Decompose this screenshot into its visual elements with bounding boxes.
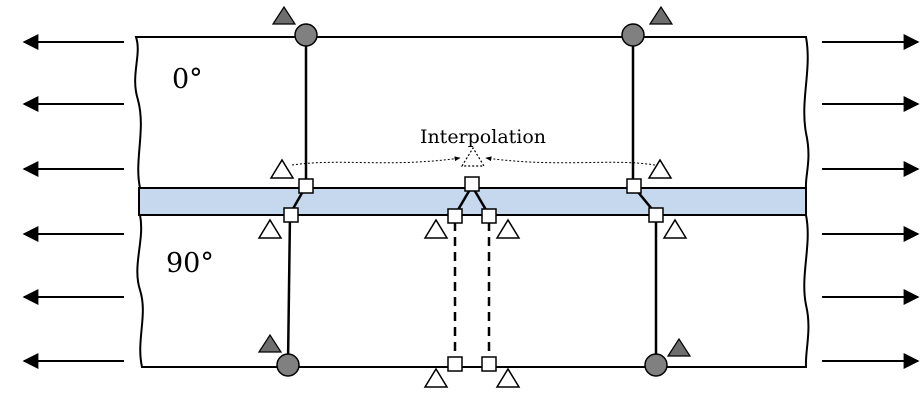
interpolation-arrows [291, 156, 656, 166]
interpolated-marker-triangle [460, 146, 486, 167]
interpolation-label: Interpolation [420, 126, 546, 148]
bottom-ply-label: 90° [166, 248, 214, 279]
top-ply-label: 0° [172, 64, 203, 95]
open-marker-triangles [257, 158, 688, 388]
fixed-marker-triangles [257, 5, 692, 357]
right-load-arrows [822, 34, 920, 369]
bottom-ply [136, 214, 810, 368]
crack-dashed-lines [453, 222, 491, 362]
fixed-node-circles [276, 23, 668, 377]
open-square-nodes [283, 176, 664, 372]
left-load-arrows [22, 34, 124, 369]
interface-band [138, 187, 807, 216]
